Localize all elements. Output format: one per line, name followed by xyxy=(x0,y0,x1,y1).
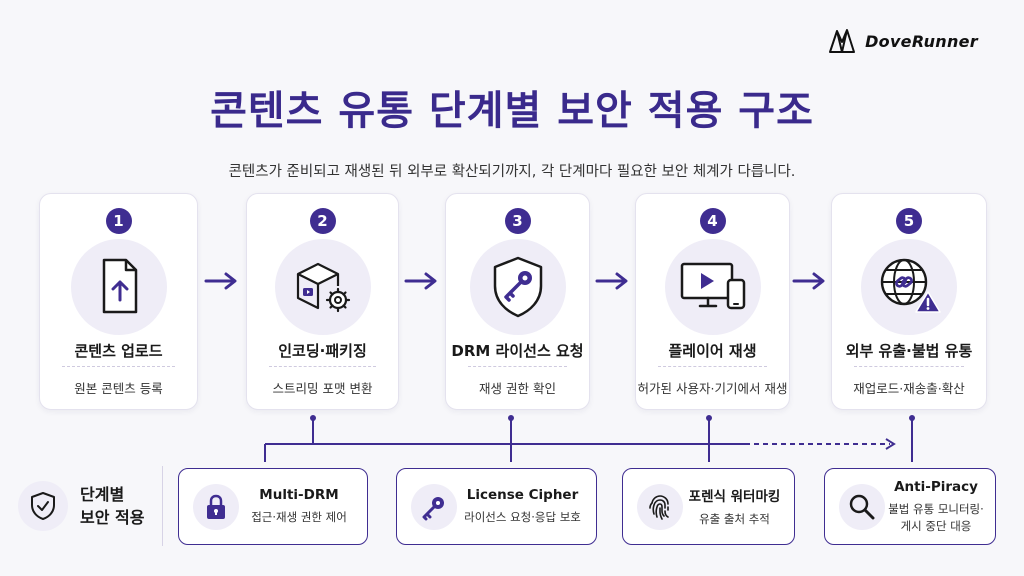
arrow-right-icon xyxy=(404,272,437,290)
security-title: Multi-DRM xyxy=(259,487,339,504)
package-icon-wrap xyxy=(274,239,371,335)
security-desc: 불법 유통 모니터링· 게시 중단 대응 xyxy=(888,502,984,533)
step-title: DRM 라이선스 요청 xyxy=(451,342,584,360)
side-label-line1: 단계별 xyxy=(80,484,125,504)
magnifier-icon-wrap xyxy=(839,483,885,530)
step-title: 콘텐츠 업로드 xyxy=(74,342,163,360)
step-title: 플레이어 재생 xyxy=(668,342,757,360)
step-number: 5 xyxy=(896,208,922,234)
security-box-license-cipher: License Cipher 라이선스 요청·응답 보호 xyxy=(396,468,597,545)
step-desc: 재생 권한 확인 xyxy=(479,381,556,396)
divider xyxy=(162,466,163,546)
globe-icon-wrap xyxy=(861,239,957,335)
side-badge: 단계별 보안 적용 xyxy=(18,466,158,546)
step-desc: 원본 콘텐츠 등록 xyxy=(74,381,163,396)
step-card-1: 1 콘텐츠 업로드 원본 콘텐츠 등록 xyxy=(39,193,198,410)
security-box-body: 포렌식 워터마킹 유출 출처 추적 xyxy=(683,485,794,527)
security-desc: 라이선스 요청·응답 보호 xyxy=(464,510,581,525)
file-upload-icon xyxy=(102,258,137,314)
security-box-body: License Cipher 라이선스 요청·응답 보호 xyxy=(457,487,596,525)
shield-key-icon xyxy=(493,256,542,318)
key-icon-wrap xyxy=(411,483,457,530)
step-card-4: 4 플레이어 재생 허가된 사용자·기기에서 재생 xyxy=(635,193,790,410)
brand-logo: DoveRunner xyxy=(827,26,978,56)
lock-icon xyxy=(207,494,225,519)
key-icon xyxy=(422,496,444,520)
step-title: 외부 유출·불법 유통 xyxy=(845,342,973,360)
step-title: 인코딩·패키징 xyxy=(278,342,367,360)
divider xyxy=(468,366,567,367)
arrow-right-icon xyxy=(792,272,825,290)
dove-logo-icon xyxy=(829,29,856,53)
security-desc: 접근·재생 권한 제어 xyxy=(251,510,347,525)
side-label-line2: 보안 적용 xyxy=(80,508,145,527)
security-box-multi-drm: Multi-DRM 접근·재생 권한 제어 xyxy=(178,468,368,545)
security-title: 포렌식 워터마킹 xyxy=(688,489,781,506)
brand-name: DoveRunner xyxy=(865,31,978,51)
page-subtitle: 콘텐츠가 준비되고 재생된 뒤 외부로 확산되기까지, 각 단계마다 필요한 보… xyxy=(228,164,796,180)
divider xyxy=(62,366,175,367)
fingerprint-icon-wrap xyxy=(637,483,683,530)
page-title: 콘텐츠 유통 단계별 보안 적용 구조 xyxy=(210,88,814,134)
security-box-forensic-watermark: 포렌식 워터마킹 유출 출처 추적 xyxy=(622,468,795,545)
security-title: License Cipher xyxy=(466,487,579,504)
security-box-body: Multi-DRM 접근·재생 권한 제어 xyxy=(239,487,367,525)
security-desc: 유출 출처 추적 xyxy=(699,512,770,527)
monitor-phone-icon xyxy=(680,262,745,310)
lock-icon-wrap xyxy=(193,483,239,530)
monitor-phone-icon-wrap xyxy=(664,239,761,335)
arrow-right-icon xyxy=(595,272,628,290)
step-card-2: 2 인코딩·패키징 스트리밍 포맷 변환 xyxy=(246,193,399,410)
step-number: 1 xyxy=(105,208,132,234)
divider xyxy=(658,366,767,367)
file-upload-icon-wrap xyxy=(70,239,167,335)
step-desc: 재업로드·재송출·확산 xyxy=(853,381,965,396)
shield-check-icon xyxy=(31,492,55,520)
step-desc: 스트리밍 포맷 변환 xyxy=(272,381,373,396)
shield-check-icon-wrap xyxy=(18,481,68,531)
fingerprint-icon xyxy=(649,494,669,520)
step-number: 2 xyxy=(309,208,336,234)
step-number: 3 xyxy=(504,208,531,234)
side-label: 단계별 보안 적용 xyxy=(80,483,144,529)
security-box-body: Anti-Piracy 불법 유통 모니터링· 게시 중단 대응 xyxy=(885,479,995,533)
globe-warning-icon xyxy=(880,258,941,313)
step-card-3: 3 DRM 라이선스 요청 재생 권한 확인 xyxy=(445,193,590,410)
magnifier-icon xyxy=(849,494,875,519)
arrow-right-icon xyxy=(204,272,237,290)
divider xyxy=(269,366,376,367)
shield-key-icon-wrap xyxy=(469,239,566,335)
package-gear-icon xyxy=(296,262,350,313)
step-number: 4 xyxy=(699,208,726,234)
security-title: Anti-Piracy xyxy=(894,479,978,496)
divider xyxy=(854,366,964,367)
step-card-5: 5 외부 유출·불법 유통 재업로드·재송출·확산 xyxy=(831,193,987,410)
step-desc: 허가된 사용자·기기에서 재생 xyxy=(637,381,788,396)
security-box-anti-piracy: Anti-Piracy 불법 유통 모니터링· 게시 중단 대응 xyxy=(824,468,996,545)
